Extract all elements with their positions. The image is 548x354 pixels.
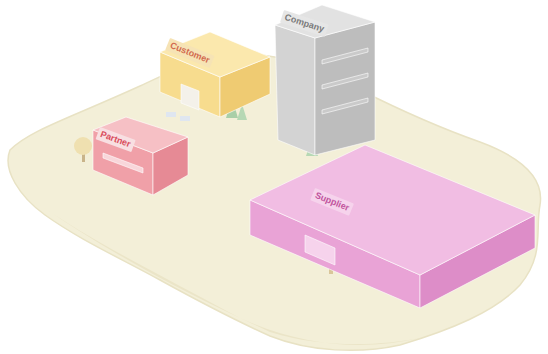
building-face [275, 25, 315, 155]
partner-building: Partner [88, 105, 193, 200]
building-face [322, 98, 368, 114]
building-face [322, 48, 368, 64]
building-outline [88, 105, 193, 200]
building-outline [245, 140, 540, 315]
building-outline [150, 22, 275, 122]
building-face [181, 84, 199, 110]
building-face [160, 32, 270, 77]
building-face [275, 5, 375, 38]
company-tower: Company [270, 0, 380, 160]
building-face [250, 145, 535, 275]
supplier-warehouse: Supplier [245, 140, 540, 315]
customer-building: Customer [150, 22, 275, 122]
tree [74, 137, 92, 162]
building-face [322, 73, 368, 89]
building-face [103, 153, 143, 173]
ground-patch [8, 54, 540, 350]
car [166, 112, 190, 121]
building-face [305, 235, 335, 265]
building-face [93, 117, 188, 153]
building-face [315, 22, 375, 155]
